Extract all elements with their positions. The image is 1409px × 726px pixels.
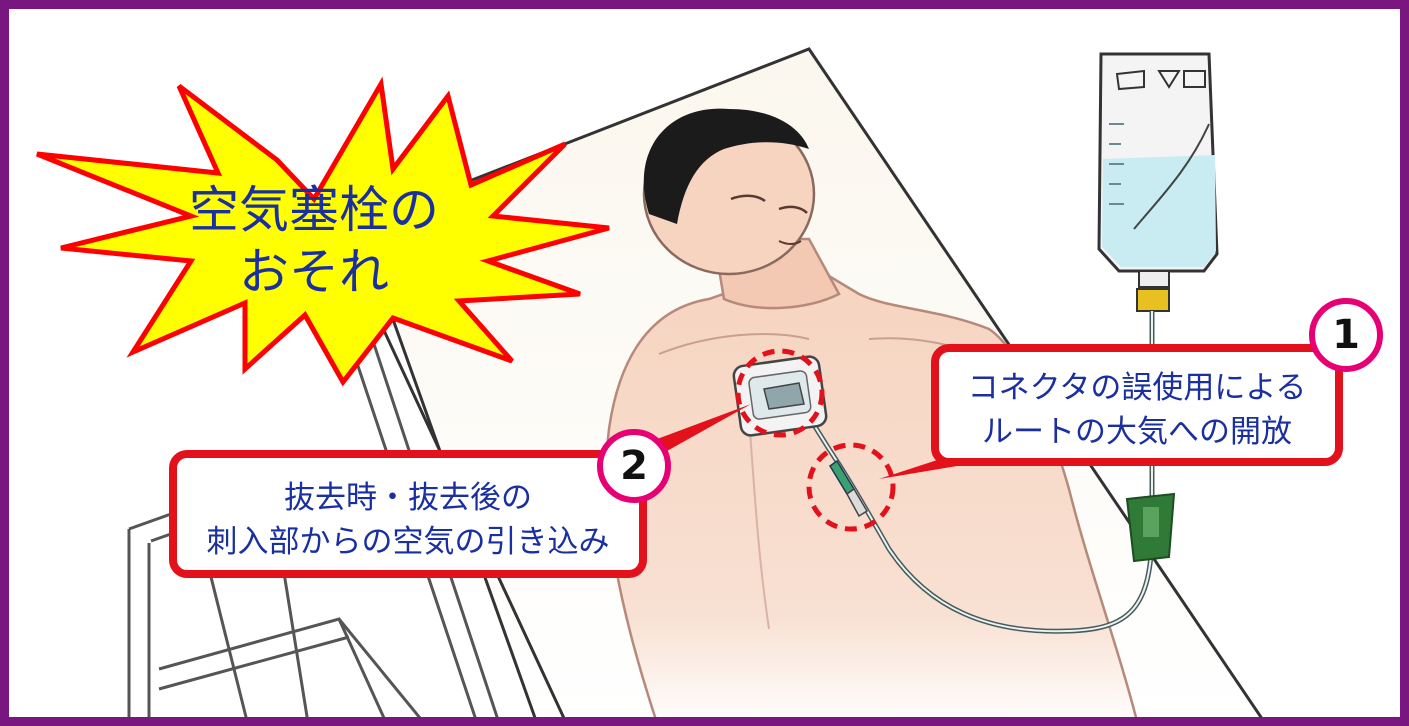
callout-connector-misuse: コネクタの誤使用による ルートの大気への開放 (931, 344, 1343, 466)
insertion-dressing (732, 355, 828, 437)
warning-burst (36, 76, 610, 387)
callout-2-line1: 抜去時・抜去後の (284, 480, 532, 516)
roller-clamp (1125, 492, 1176, 563)
tube-connector (828, 459, 869, 518)
connector-site-marker (806, 442, 896, 532)
warning-title-line1: 空気塞栓の (189, 181, 439, 239)
callout-air-intake: 抜去時・抜去後の 刺入部からの空気の引き込み (169, 450, 647, 578)
number-badge-1: 1 (1309, 298, 1383, 372)
patient-head (642, 108, 816, 276)
callout-1-line1: コネクタの誤使用による (967, 370, 1307, 406)
warning-title-line2: おそれ (239, 243, 389, 301)
callout-2-line2: 刺入部からの空気の引き込み (206, 524, 610, 560)
callout-1-line2: ルートの大気への開放 (982, 414, 1292, 450)
insertion-site-marker (735, 348, 825, 438)
iv-bag (1097, 52, 1219, 312)
warning-title: 空気塞栓の おそれ (104, 179, 524, 303)
patient-torso (605, 262, 1138, 717)
number-badge-2: 2 (597, 429, 671, 503)
